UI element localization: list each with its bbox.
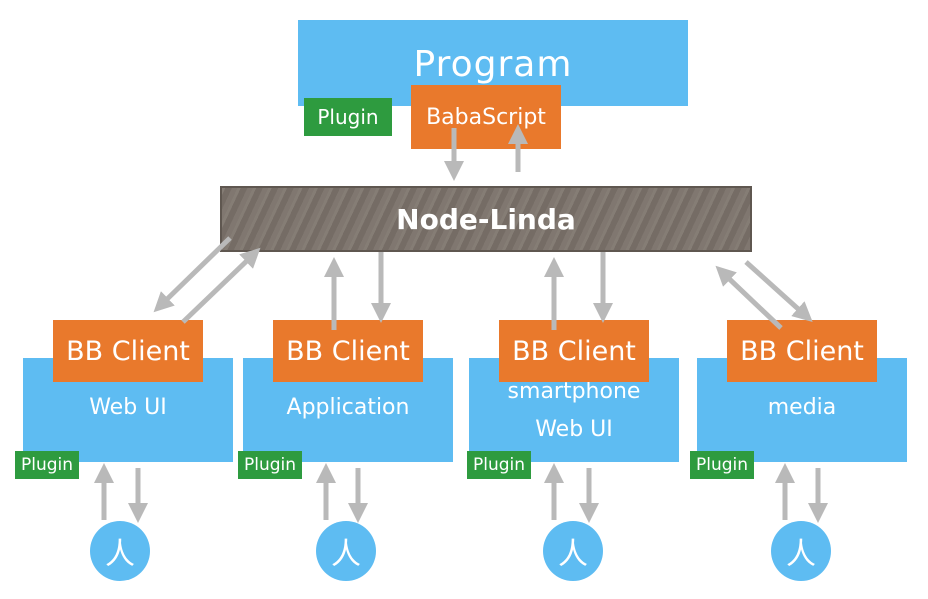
client-smartphone-label: BB Client	[499, 320, 649, 382]
program-plugin-badge: Plugin	[304, 98, 392, 136]
client-web-ui-description: Web UI	[89, 395, 167, 420]
client-media-description: media	[767, 395, 837, 420]
person-icon: 人	[771, 521, 831, 581]
client-web-ui-label: BB Client	[53, 320, 203, 382]
client-web-ui-plugin-badge: Plugin	[15, 451, 80, 479]
client-application-plugin-badge: Plugin	[238, 451, 303, 479]
node-linda-box: Node-Linda	[220, 186, 752, 252]
arrow-client1-up	[181, 247, 261, 324]
program-title: Program	[413, 43, 573, 85]
arrow-client4-down	[744, 260, 813, 323]
person-icon: 人	[316, 521, 376, 581]
person-icon: 人	[90, 521, 150, 581]
client-smartphone-plugin-badge: Plugin	[467, 451, 532, 479]
client-smartphone-description-line2: Web UI	[535, 417, 613, 442]
person-icon: 人	[543, 521, 603, 581]
client-application-label: BB Client	[273, 320, 423, 382]
client-application-description: Application	[286, 395, 410, 420]
arrow-client1-down	[153, 236, 232, 313]
client-media-label: BB Client	[727, 320, 877, 382]
babascript-box: BabaScript	[411, 85, 561, 149]
client-media-plugin-badge: Plugin	[690, 451, 755, 479]
client-smartphone-description-line1: smartphone	[507, 379, 641, 404]
arrow-client4-up	[715, 265, 783, 330]
